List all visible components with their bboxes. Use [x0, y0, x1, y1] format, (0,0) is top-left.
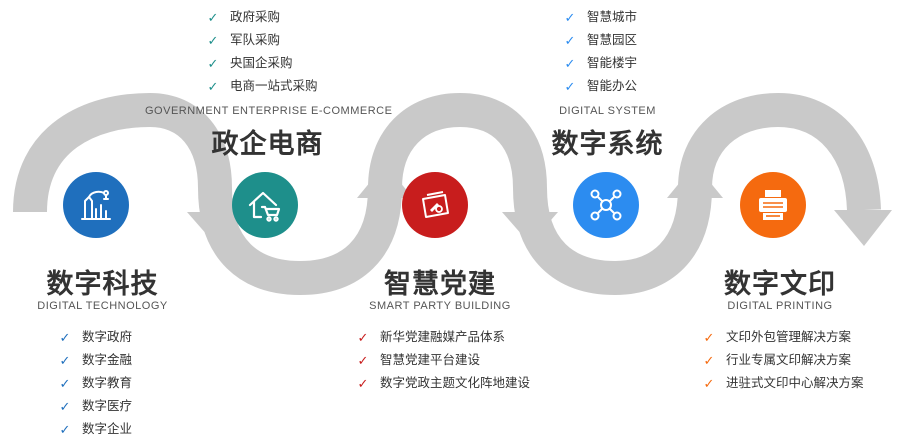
check-icon: ✓ [703, 353, 715, 368]
list-item: ✓智慧党建平台建设 [356, 349, 530, 372]
check-icon: ✓ [59, 330, 71, 345]
tech-title: 数字科技 [46, 269, 159, 299]
check-icon: ✓ [357, 376, 369, 391]
print-subtitle: DIGITAL PRINTING [727, 300, 833, 312]
list-item: ✓央国企采购 [206, 52, 318, 75]
print-title: 数字文印 [724, 269, 836, 299]
ecom-title: 政企电商 [211, 129, 324, 159]
party-icon-badge [402, 172, 468, 238]
list-item: ✓数字企业 [58, 418, 132, 441]
system-list: ✓智慧城市 ✓智慧园区 ✓智能楼宇 ✓智能办公 [563, 6, 637, 98]
check-icon: ✓ [357, 353, 369, 368]
list-item: ✓政府采购 [206, 6, 318, 29]
list-item: ✓行业专属文印解决方案 [702, 349, 864, 372]
check-icon: ✓ [207, 79, 219, 94]
list-item: ✓电商一站式采购 [206, 75, 318, 98]
network-nodes-icon [590, 189, 622, 221]
arrow-head-down-2 [502, 212, 558, 244]
party-flag-icon [422, 191, 449, 218]
arrow-head-up-2 [667, 164, 723, 198]
check-icon: ✓ [59, 422, 71, 437]
list-item: ✓进驻式文印中心解决方案 [702, 372, 864, 395]
check-icon: ✓ [564, 33, 576, 48]
print-icon-badge [740, 172, 806, 238]
check-icon: ✓ [59, 353, 71, 368]
check-icon: ✓ [59, 399, 71, 414]
list-item: ✓文印外包管理解决方案 [702, 326, 864, 349]
party-list: ✓新华党建融媒产品体系 ✓智慧党建平台建设 ✓数字党政主题文化阵地建设 [356, 326, 530, 395]
tech-icon-badge [63, 172, 129, 238]
list-item: ✓智能办公 [563, 75, 637, 98]
system-icon-badge [573, 172, 639, 238]
party-title: 智慧党建 [384, 269, 496, 299]
system-title: 数字系统 [551, 129, 664, 159]
ecom-subtitle: GOVERNMENT ENTERPRISE E-COMMERCE [145, 105, 393, 117]
check-icon: ✓ [564, 56, 576, 71]
list-item: ✓数字政府 [58, 326, 132, 349]
check-icon: ✓ [207, 10, 219, 25]
print-list: ✓文印外包管理解决方案 ✓行业专属文印解决方案 ✓进驻式文印中心解决方案 [702, 326, 864, 395]
check-icon: ✓ [207, 56, 219, 71]
list-item: ✓智慧园区 [563, 29, 637, 52]
list-item: ✓数字教育 [58, 372, 132, 395]
ecom-icon-badge [232, 172, 298, 238]
list-item: ✓军队采购 [206, 29, 318, 52]
check-icon: ✓ [59, 376, 71, 391]
list-item: ✓新华党建融媒产品体系 [356, 326, 530, 349]
check-icon: ✓ [207, 33, 219, 48]
factory-chart-icon [81, 190, 111, 220]
check-icon: ✓ [564, 10, 576, 25]
printer-icon [759, 190, 787, 220]
check-icon: ✓ [564, 79, 576, 94]
party-subtitle: SMART PARTY BUILDING [369, 300, 511, 312]
check-icon: ✓ [357, 330, 369, 345]
list-item: ✓数字医疗 [58, 395, 132, 418]
list-item: ✓智能楼宇 [563, 52, 637, 75]
system-subtitle: DIGITAL SYSTEM [559, 105, 656, 117]
check-icon: ✓ [703, 376, 715, 391]
ecom-list: ✓政府采购 ✓军队采购 ✓央国企采购 ✓电商一站式采购 [206, 6, 318, 98]
list-item: ✓数字金融 [58, 349, 132, 372]
tech-subtitle: DIGITAL TECHNOLOGY [37, 300, 168, 312]
arrow-head-end [834, 210, 892, 246]
arrow-head-up-1 [357, 164, 413, 198]
list-item: ✓数字党政主题文化阵地建设 [356, 372, 530, 395]
arrow-head-down-1 [187, 212, 243, 244]
wave-path [13, 92, 881, 296]
home-cart-icon [248, 191, 281, 222]
check-icon: ✓ [703, 330, 715, 345]
tech-list: ✓数字政府 ✓数字金融 ✓数字教育 ✓数字医疗 ✓数字企业 [58, 326, 132, 441]
list-item: ✓智慧城市 [563, 6, 637, 29]
